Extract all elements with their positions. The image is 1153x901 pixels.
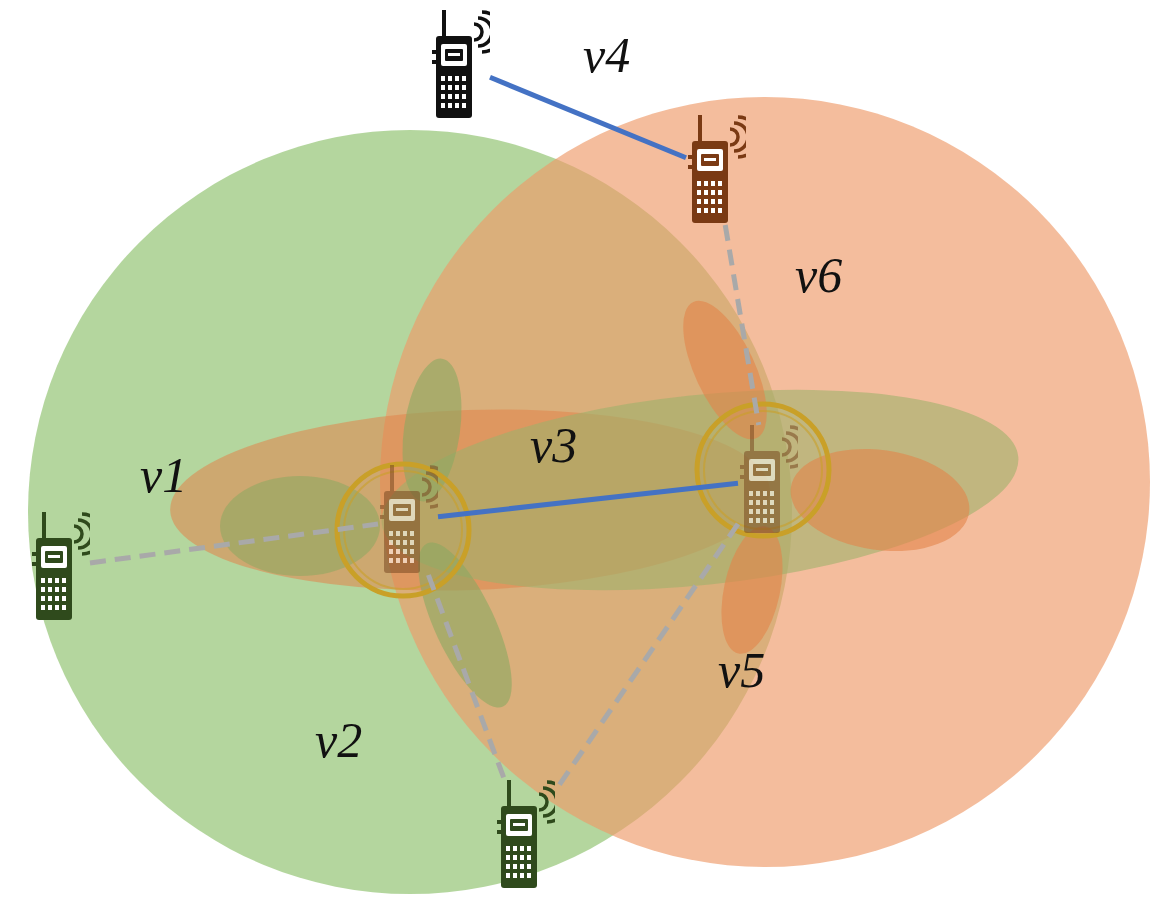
selection-ring (697, 404, 829, 536)
radio-icon (430, 10, 490, 120)
node-label: v5 (718, 645, 765, 695)
radio-node: v1 (30, 512, 90, 622)
node-label: v4 (583, 30, 630, 80)
beam-patterns (167, 289, 1028, 719)
node-label: v6 (795, 250, 842, 300)
radio-node: v5 (738, 425, 798, 535)
link-line (490, 77, 686, 157)
radio-icon (378, 465, 438, 575)
node-label: v1 (140, 450, 187, 500)
radio-node: v6 (686, 115, 746, 225)
radio-icon (495, 780, 555, 890)
link-line (428, 575, 504, 780)
radio-node: v2 (495, 780, 555, 890)
link-line (90, 524, 378, 563)
radio-icon (30, 512, 90, 622)
link-line (725, 225, 759, 425)
link-line (555, 524, 738, 791)
radio-node: v3 (378, 465, 438, 575)
selection-ring (337, 464, 469, 596)
node-label: v2 (315, 715, 362, 765)
radio-icon (686, 115, 746, 225)
node-label: v3 (530, 420, 577, 470)
link-line (438, 483, 738, 516)
radio-node: v4 (430, 10, 490, 120)
radio-icon (738, 425, 798, 535)
